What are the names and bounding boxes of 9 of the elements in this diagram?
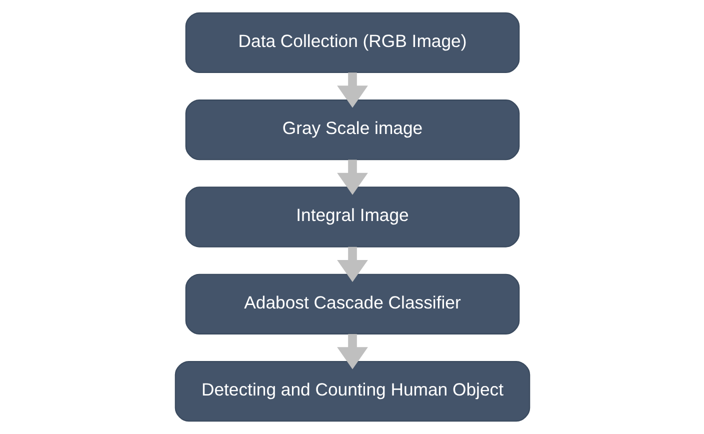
node-box: Detecting and Counting Human Object (174, 360, 530, 422)
node-box: Adabost Cascade Classifier (184, 274, 520, 334)
arrow (336, 246, 368, 282)
node-box: Gray Scale image (184, 100, 520, 160)
node-box: Integral Image (184, 186, 520, 248)
arrow (336, 72, 368, 108)
arrow (336, 334, 368, 370)
node-box: Data Collection (RGB Image) (184, 12, 520, 74)
arrow (336, 160, 368, 195)
